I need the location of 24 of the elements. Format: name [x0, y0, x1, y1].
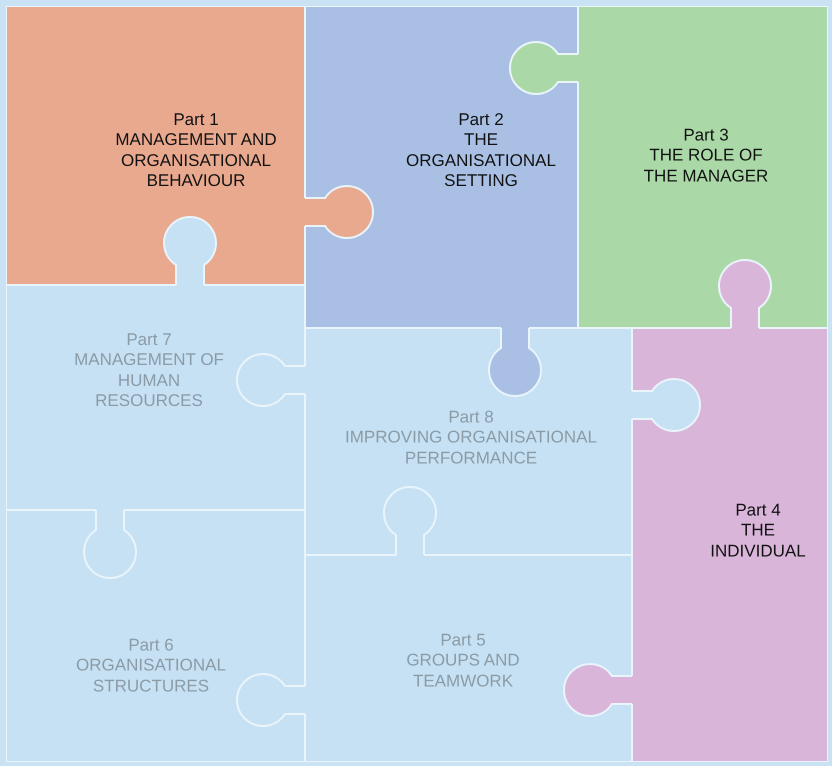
part-number: Part 3: [682, 125, 730, 146]
part-number: Part 5: [439, 630, 487, 651]
part-number: Part 1: [172, 110, 220, 131]
part-title: ORGANISATIONAL STRUCTURES: [75, 656, 227, 697]
puzzle-piece: [6, 510, 305, 762]
part-title: MANAGEMENT AND ORGANISATIONAL BEHAVIOUR: [114, 130, 278, 192]
puzzle-piece: [305, 6, 578, 328]
part-title: THE INDIVIDUAL: [709, 520, 807, 562]
puzzle-piece: [632, 328, 828, 762]
puzzle-piece: [6, 6, 305, 285]
part-number: Part 4: [734, 500, 782, 521]
part-title: GROUPS AND TEAMWORK: [405, 650, 521, 692]
part-title: IMPROVING ORGANISATIONAL PERFORMANCE: [344, 428, 598, 469]
part-number: Part 7: [125, 330, 173, 351]
part-number: Part 2: [457, 110, 505, 131]
puzzle-piece: [305, 555, 632, 762]
part-number: Part 6: [127, 635, 175, 656]
puzzle-piece: [6, 285, 305, 510]
part-title: MANAGEMENT OF HUMAN RESOURCES: [73, 350, 225, 412]
puzzle-piece: [578, 6, 828, 328]
puzzle-piece: [305, 328, 632, 555]
part-title: THE ROLE OF THE MANAGER: [642, 146, 770, 187]
part-number: Part 8: [447, 407, 495, 428]
part-title: THE ORGANISATIONAL SETTING: [405, 130, 557, 192]
